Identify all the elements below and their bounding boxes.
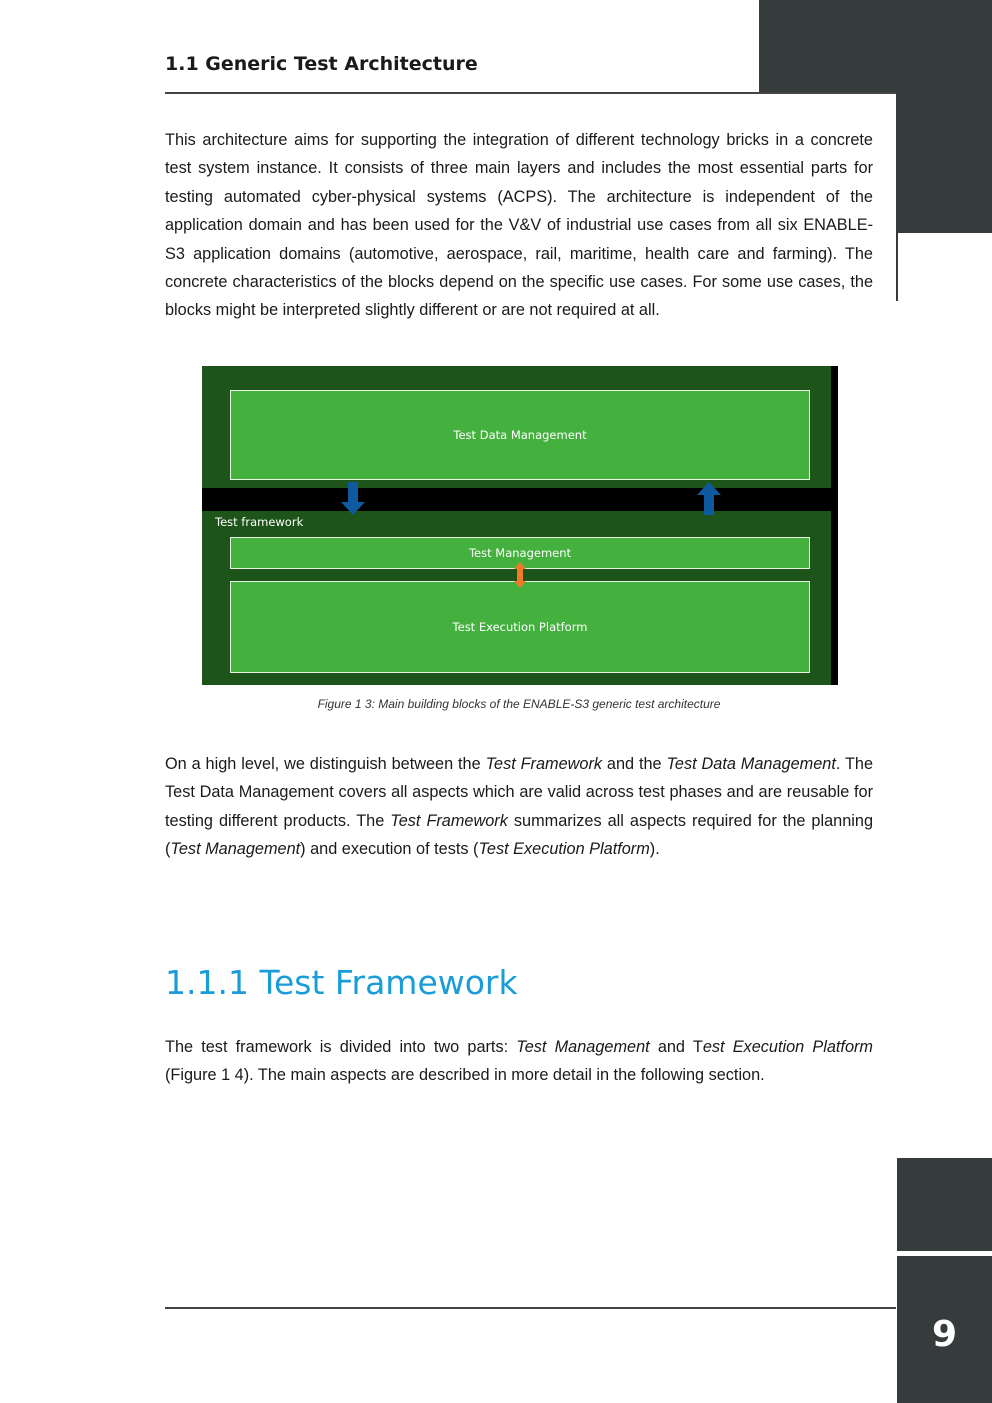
term-test-management: Test Management: [170, 840, 301, 859]
bidirectional-arrow-icon: [514, 562, 526, 588]
up-arrow-icon: [697, 482, 721, 515]
header-tab: [759, 0, 992, 93]
side-tab: [898, 93, 992, 233]
footer-tab-upper: [897, 1158, 992, 1251]
architecture-figure: Test Data Management Test framework Test…: [202, 366, 838, 685]
test-data-management-box: Test Data Management: [230, 390, 810, 480]
footer-rule: [165, 1307, 896, 1309]
term-test-execution-platform: Test Execution Platform: [478, 840, 650, 859]
side-rule: [896, 93, 898, 301]
term-test-framework: Test Framework: [390, 811, 508, 830]
figure-caption: Figure 1 3: Main building blocks of the …: [317, 697, 721, 711]
test-framework-paragraph: The test framework is divided into two p…: [165, 1038, 873, 1085]
test-framework-label: Test framework: [215, 515, 304, 529]
term-test-execution-platform: est Execution Platform: [702, 1038, 873, 1056]
term-test-data-management: Test Data Management: [666, 755, 836, 773]
footer-tab-lower: [897, 1256, 992, 1403]
term-test-framework: Test Framework: [485, 755, 603, 773]
term-test-management: Test Management: [516, 1038, 650, 1056]
section-heading: 1.1.1 Test Framework: [165, 963, 518, 1002]
down-arrow-icon: [341, 482, 365, 515]
test-management-label: Test Management: [468, 546, 572, 560]
test-execution-platform-box: Test Execution Platform: [230, 581, 810, 673]
test-execution-platform-label: Test Execution Platform: [452, 620, 588, 634]
header-rule: [165, 92, 896, 94]
test-data-management-label: Test Data Management: [453, 428, 587, 442]
overview-paragraph: On a high level, we distinguish between …: [165, 755, 874, 859]
running-header-title: 1.1 Generic Test Architecture: [165, 53, 478, 75]
page-number: 9: [931, 1314, 958, 1355]
intro-paragraph: This architecture aims for supporting th…: [165, 131, 873, 320]
